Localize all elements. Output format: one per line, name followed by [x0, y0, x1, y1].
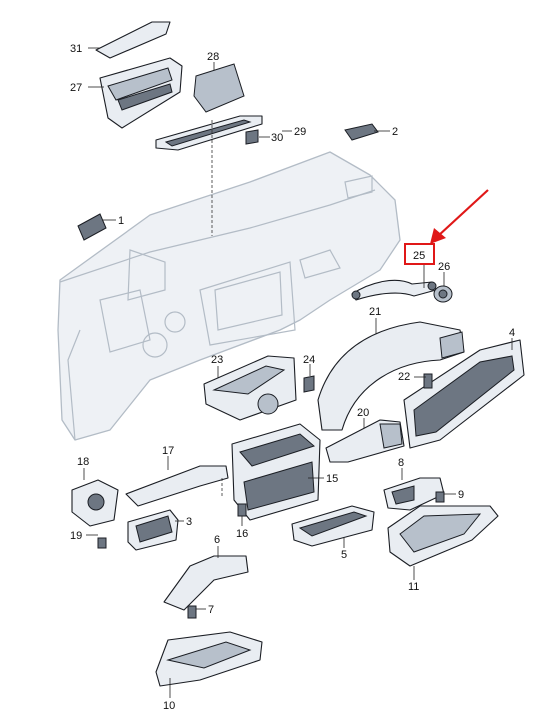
callout-10: 10 — [163, 700, 175, 712]
part-3-vent — [127, 509, 179, 551]
callout-18: 18 — [77, 456, 89, 468]
callout-30: 30 — [271, 132, 283, 144]
callout-28: 28 — [207, 51, 219, 63]
part-29-trim-strip — [155, 115, 263, 151]
callout-29: 29 — [294, 126, 306, 138]
leader-lines — [83, 47, 513, 698]
part-8-vent-housing — [383, 477, 445, 511]
dashboard-body — [57, 151, 401, 441]
callout-25: 25 — [413, 250, 425, 262]
part-24-screw — [303, 375, 315, 393]
highlight-box — [404, 243, 435, 265]
highlight-arrow-head — [430, 228, 446, 244]
part-31-cover-panel — [95, 21, 171, 59]
callout-31: 31 — [70, 43, 82, 55]
callout-22: 22 — [398, 371, 410, 383]
callout-2: 2 — [392, 126, 398, 138]
callout-labels: 31 27 28 30 29 2 1 25 26 21 4 22 23 24 2… — [70, 43, 515, 712]
part-25-air-duct — [351, 279, 437, 301]
callout-11: 11 — [408, 581, 419, 593]
part-15-center-vent — [231, 423, 321, 521]
part-23-bracket — [203, 355, 297, 421]
callout-15: 15 — [326, 473, 338, 485]
callout-20: 20 — [357, 407, 369, 419]
callout-26: 26 — [438, 261, 450, 273]
part-27-glove-box — [99, 57, 183, 129]
part-6-duct — [163, 555, 249, 611]
callout-27: 27 — [70, 82, 82, 94]
callout-5: 5 — [341, 549, 347, 561]
callout-23: 23 — [211, 354, 223, 366]
part-26-vent-cap — [433, 285, 453, 303]
part-5-vent — [291, 505, 375, 547]
callout-8: 8 — [398, 457, 404, 469]
part-19-screw — [97, 537, 107, 549]
callout-21: 21 — [369, 306, 381, 318]
part-7-screw — [187, 605, 197, 619]
part-10-lower-panel — [155, 631, 263, 687]
part-21-air-duct — [317, 321, 465, 431]
callout-9: 9 — [458, 489, 464, 501]
part-18-side-vent — [71, 479, 119, 527]
callout-6: 6 — [214, 534, 220, 546]
part-16-screw — [237, 503, 247, 517]
callout-17: 17 — [162, 445, 174, 457]
callout-4: 4 — [509, 327, 515, 339]
part-9-screw — [435, 491, 445, 503]
callout-7: 7 — [208, 604, 214, 616]
part-20-duct — [325, 419, 405, 463]
callout-3: 3 — [186, 516, 192, 528]
highlight-part-25 — [404, 189, 489, 265]
part-1-grille — [77, 213, 107, 241]
callout-24: 24 — [303, 354, 315, 366]
highlight-arrow — [437, 189, 489, 237]
part-11-knee-panel — [387, 505, 499, 567]
part-28-lid — [193, 63, 245, 113]
callout-19: 19 — [70, 530, 82, 542]
callout-16: 16 — [236, 528, 248, 540]
part-2-speaker-grille — [344, 123, 379, 141]
part-30-clip — [245, 129, 259, 145]
callout-1: 1 — [118, 215, 124, 227]
part-4-vent-panel — [403, 339, 525, 449]
part-22-screw — [423, 373, 433, 389]
part-17-duct — [125, 465, 229, 507]
